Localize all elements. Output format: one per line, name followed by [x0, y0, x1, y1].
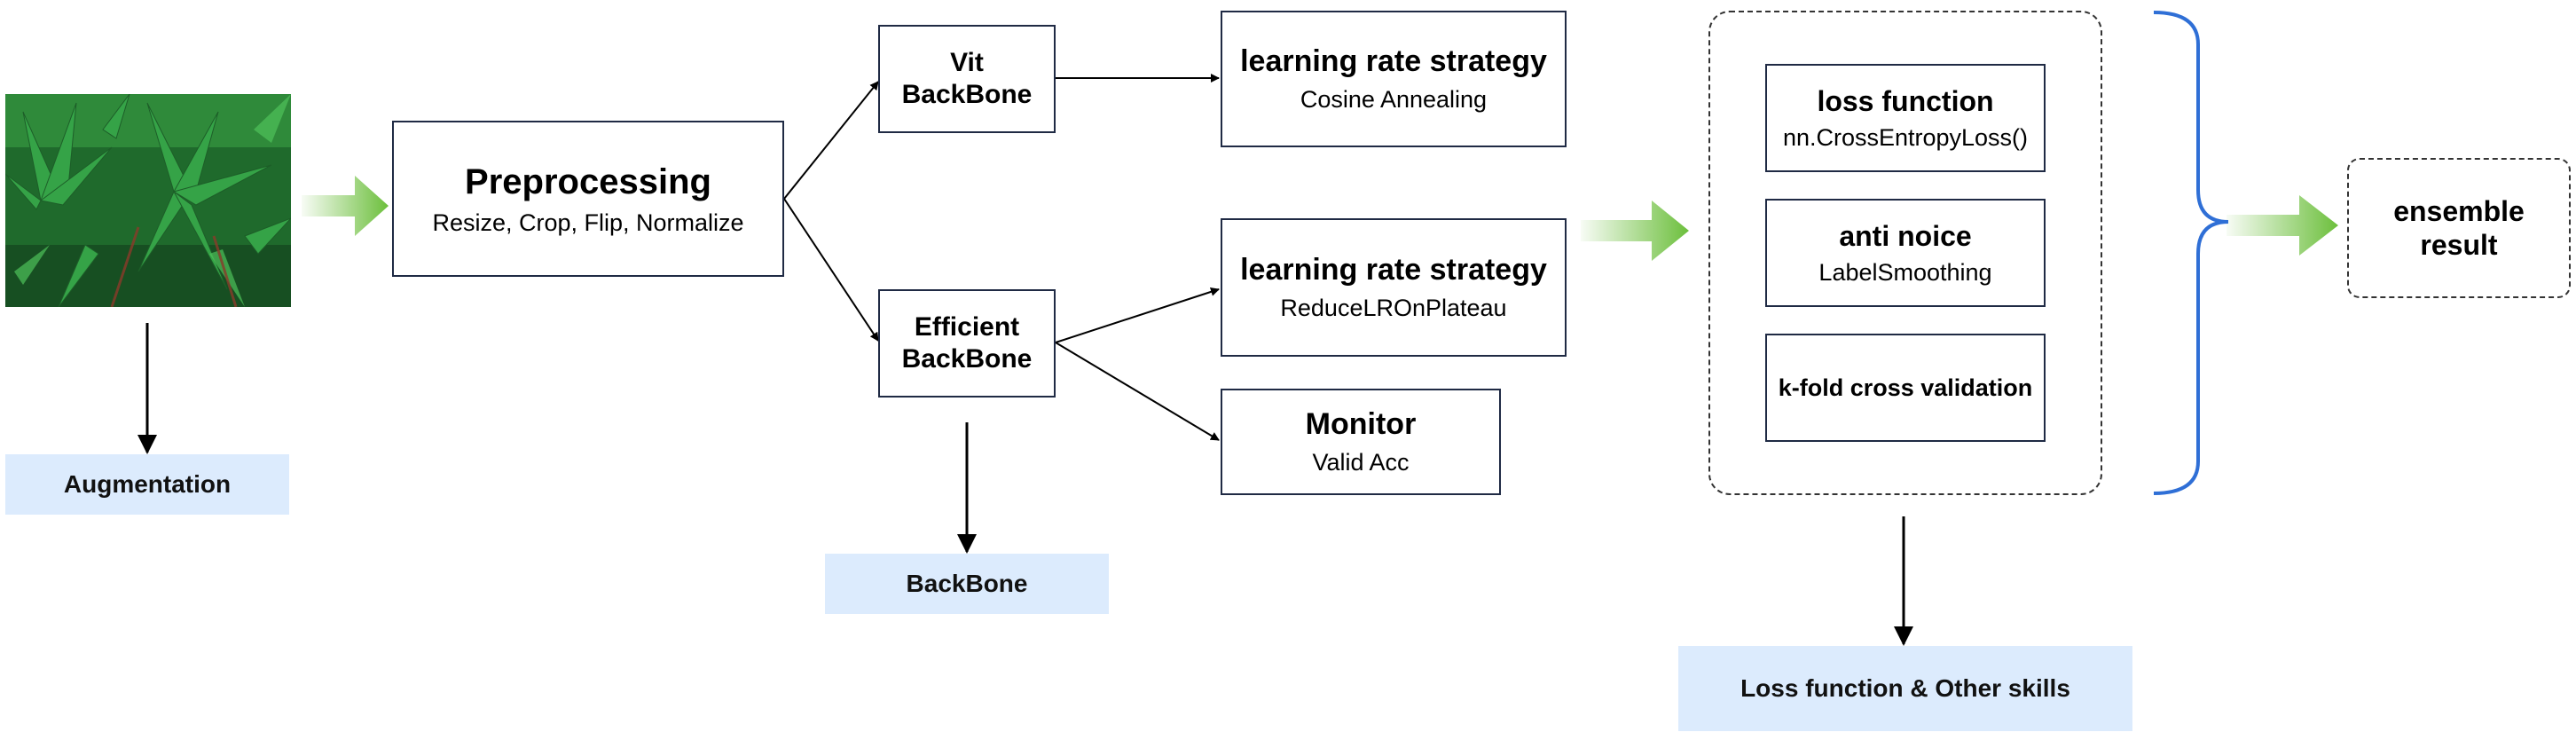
kfold-title: k-fold cross validation: [1778, 374, 2033, 401]
monitor-subtitle: Valid Acc: [1312, 449, 1410, 476]
efficient-line1: Efficient: [914, 312, 1020, 342]
connector-efficient-lr: [1055, 287, 1220, 343]
cassava-leaf-image: [5, 94, 291, 307]
preprocessing-box: Preprocessing Resize, Crop, Flip, Normal…: [392, 121, 784, 277]
vit-backbone-box: Vit BackBone: [878, 25, 1056, 133]
preprocessing-title: Preprocessing: [465, 161, 711, 201]
loss-function-title: loss function: [1817, 84, 1994, 117]
loss-skills-label: Loss function & Other skills: [1678, 646, 2132, 731]
ensemble-line2: result: [2420, 229, 2498, 261]
flow-arrow: [302, 176, 389, 236]
anti-noice-title: anti noice: [1839, 219, 1972, 252]
efficient-line2: BackBone: [901, 344, 1033, 374]
anti-noice-subtitle: LabelSmoothing: [1818, 259, 1992, 286]
loss-function-subtitle: nn.CrossEntropyLoss(): [1782, 124, 2029, 151]
flow-arrow: [1581, 201, 1689, 261]
vit-line2: BackBone: [901, 80, 1033, 109]
ensemble-line1: ensemble: [2393, 194, 2525, 227]
lr-cosine-box: learning rate strategy Cosine Annealing: [1221, 11, 1567, 147]
connector-preproc-efficient: [783, 198, 879, 342]
lr-cosine-subtitle: Cosine Annealing: [1300, 86, 1488, 114]
flow-arrow: [2227, 195, 2338, 256]
right-brace: [2153, 11, 2229, 495]
vit-line1: Vit: [950, 48, 984, 77]
efficient-backbone-box: Efficient BackBone: [878, 289, 1056, 398]
lr-plateau-title: learning rate strategy: [1240, 253, 1547, 287]
connector-efficient-monitor: [1055, 342, 1220, 441]
anti-noice-box: anti noice LabelSmoothing: [1765, 199, 2046, 307]
lr-plateau-box: learning rate strategy ReduceLROnPlateau: [1221, 218, 1567, 357]
lr-cosine-title: learning rate strategy: [1240, 44, 1547, 79]
connector-preproc-vit: [783, 81, 879, 200]
kfold-box: k-fold cross validation: [1765, 334, 2046, 442]
ensemble-result-box: ensemble result: [2347, 158, 2571, 298]
preprocessing-subtitle: Resize, Crop, Flip, Normalize: [432, 209, 744, 236]
monitor-box: Monitor Valid Acc: [1221, 389, 1501, 495]
lr-plateau-subtitle: ReduceLROnPlateau: [1280, 295, 1507, 322]
augmentation-label: Augmentation: [5, 454, 289, 515]
backbone-label: BackBone: [825, 554, 1109, 614]
monitor-title: Monitor: [1305, 407, 1417, 442]
loss-function-box: loss function nn.CrossEntropyLoss(): [1765, 64, 2046, 172]
